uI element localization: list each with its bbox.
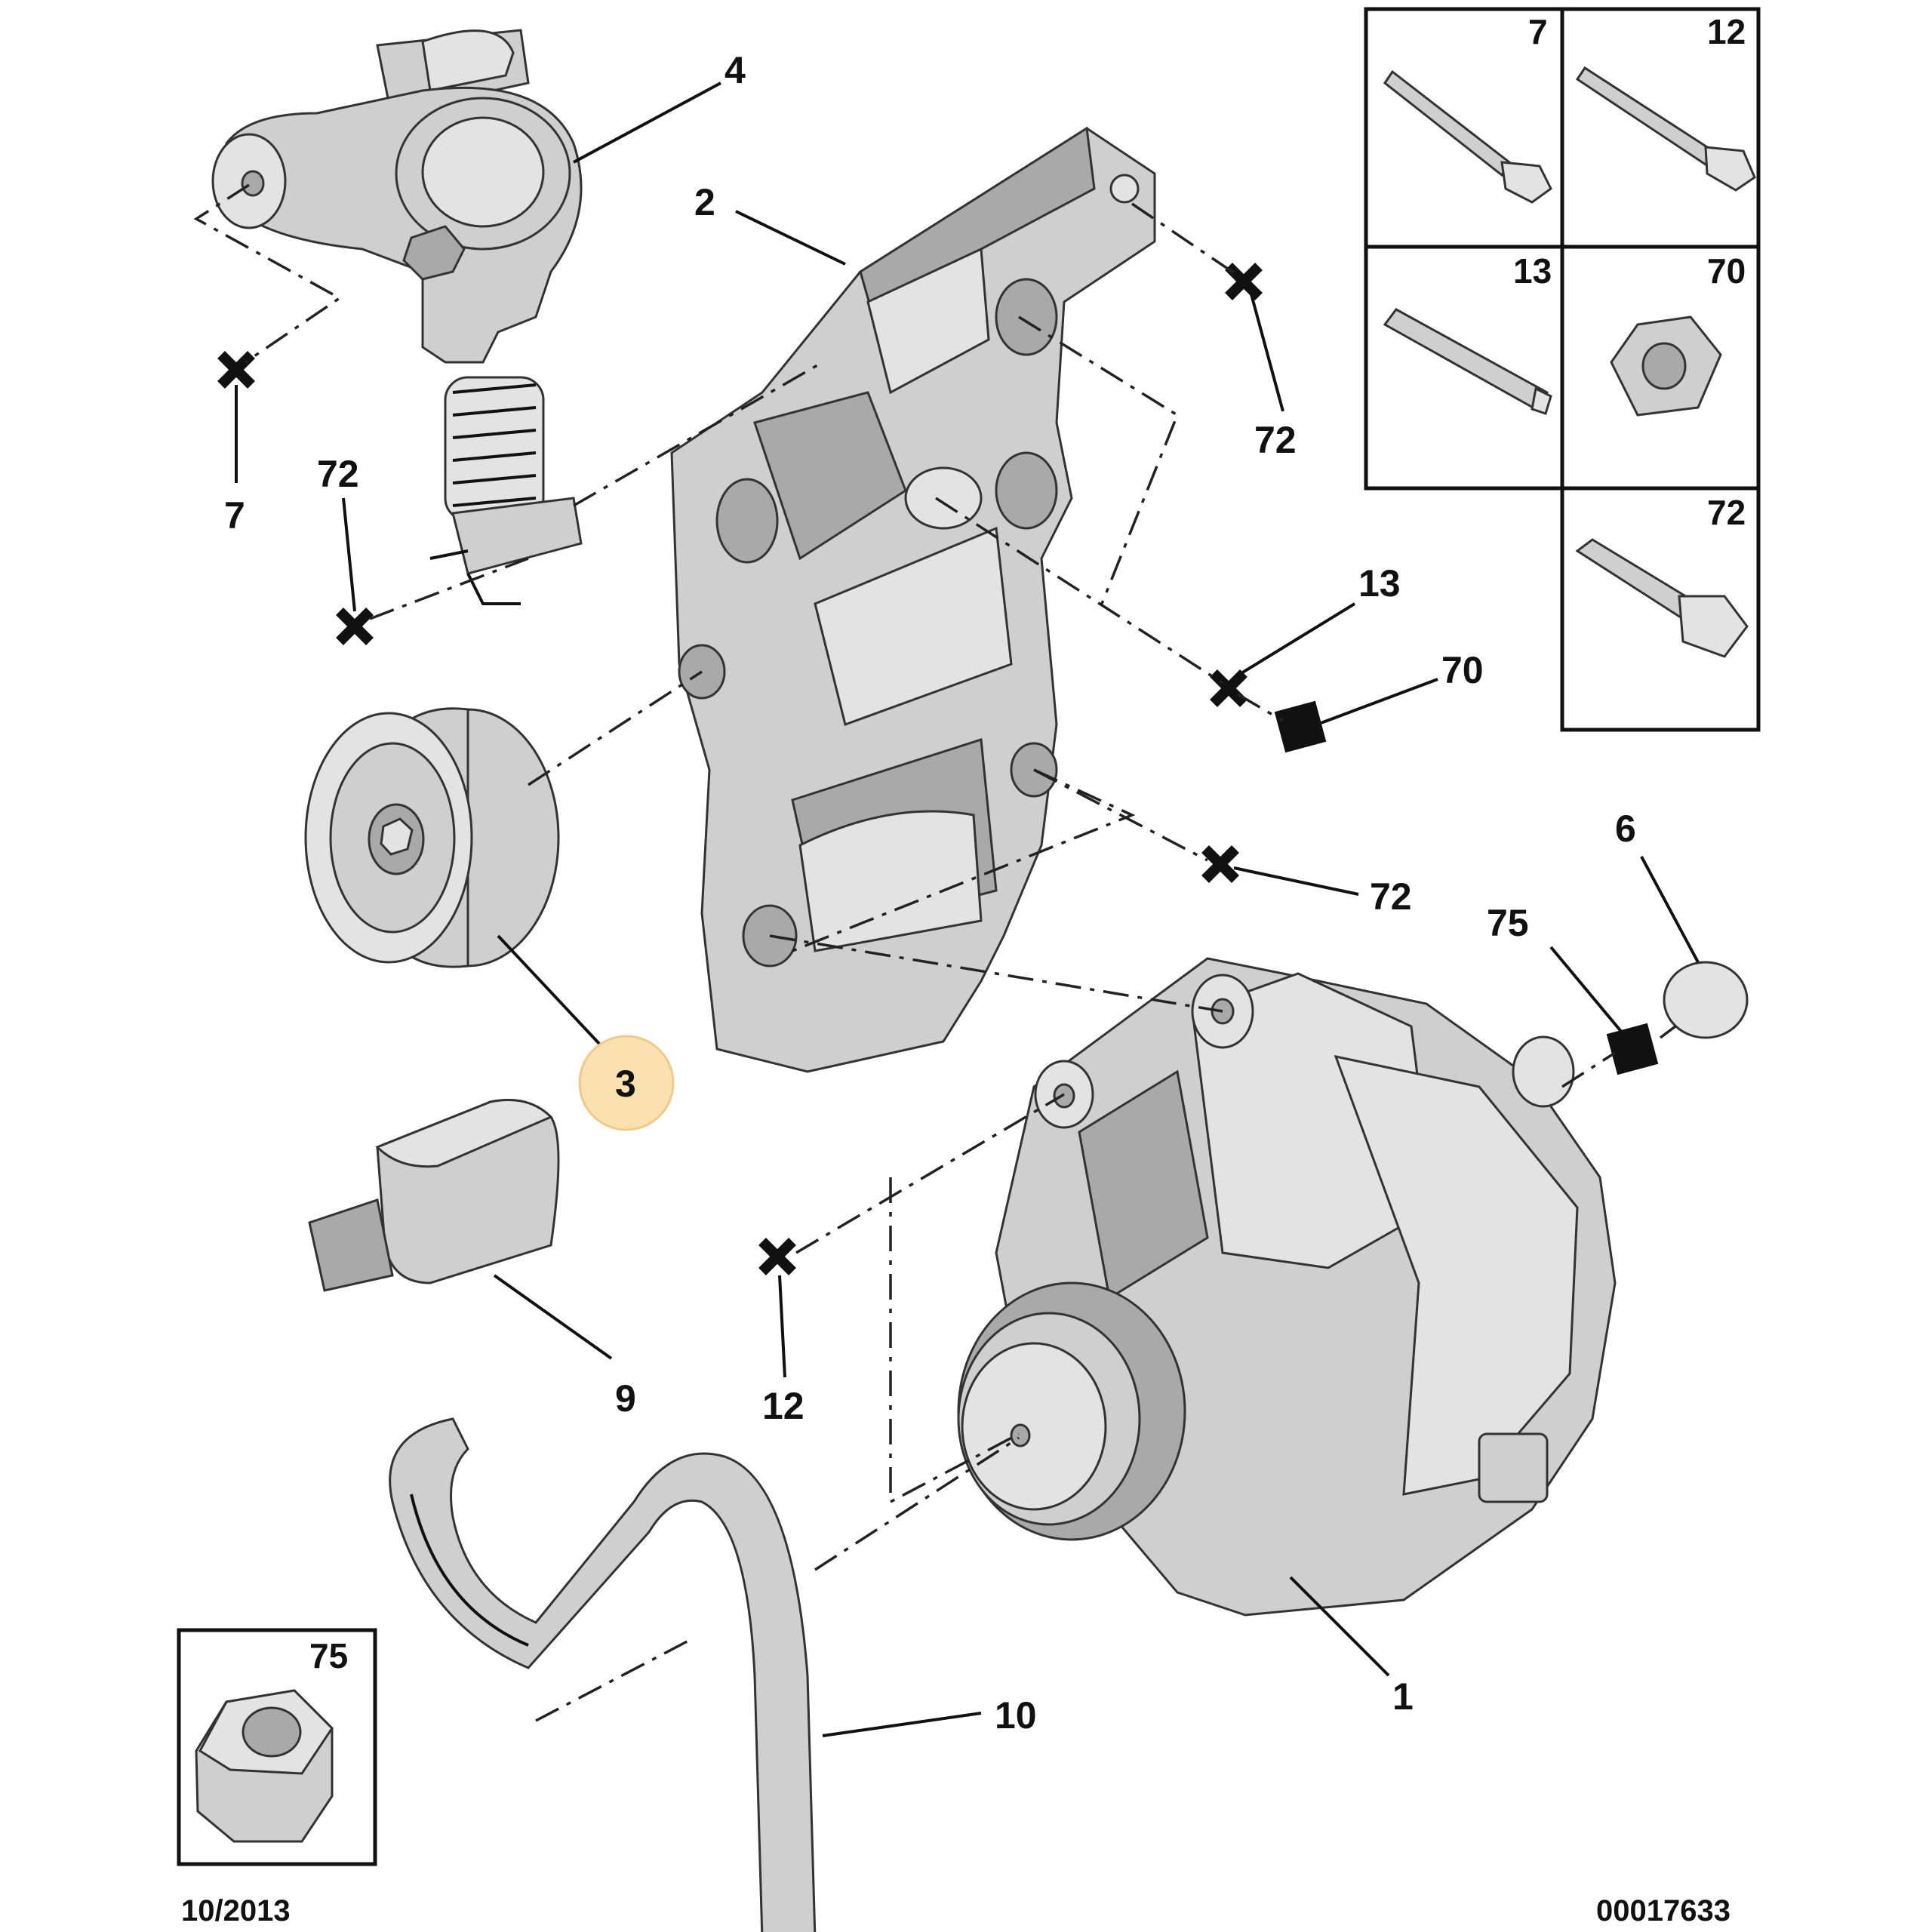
callout-10[interactable]: 10 xyxy=(995,1694,1037,1737)
fastener-cross-72a xyxy=(336,608,374,645)
bracket-part-2[interactable] xyxy=(670,126,1156,1073)
idler-pulley-part-3[interactable] xyxy=(304,707,560,968)
stud-icon-13 xyxy=(1383,308,1552,415)
fastener-cross-7 xyxy=(217,351,255,389)
footer-reference: 00017633 xyxy=(1596,1894,1730,1927)
fastener-square-75 xyxy=(1606,1023,1659,1075)
assembly-lines xyxy=(193,183,1677,1722)
bolt-icon-72 xyxy=(1575,538,1749,658)
grid-cell-label-72: 72 xyxy=(1707,493,1746,532)
callout-72a[interactable]: 72 xyxy=(317,453,359,495)
callout-6[interactable]: 6 xyxy=(1615,808,1636,850)
grid-cell-label-12: 12 xyxy=(1707,12,1746,51)
fastener-square-70 xyxy=(1274,700,1327,753)
grid-cell-label-7: 7 xyxy=(1528,12,1548,51)
fastener-cross-72c xyxy=(1201,845,1239,883)
callout-7[interactable]: 7 xyxy=(224,494,245,537)
callout-labels: 4 2 7 72 72 13 70 72 75 6 3 9 12 1 10 xyxy=(224,49,1636,1737)
sensor-part-9[interactable] xyxy=(308,1099,560,1292)
fastener-reference-grid: 7 12 13 70 72 xyxy=(1364,7,1761,732)
callout-4[interactable]: 4 xyxy=(724,49,746,91)
leader-lines xyxy=(235,82,1700,1737)
callout-70[interactable]: 70 xyxy=(1441,649,1484,691)
hex-nut-icon-75 xyxy=(195,1689,334,1843)
callout-3-highlight xyxy=(578,1035,675,1131)
cap-part-6[interactable] xyxy=(1663,961,1749,1039)
callout-72b[interactable]: 72 xyxy=(1254,419,1297,461)
callout-12[interactable]: 12 xyxy=(762,1385,804,1427)
fastener-cross-13 xyxy=(1210,669,1247,707)
callout-2[interactable]: 2 xyxy=(694,181,715,223)
callout-13[interactable]: 13 xyxy=(1358,562,1401,605)
bolt-icon-7 xyxy=(1383,69,1552,204)
alternator-part-1[interactable] xyxy=(957,957,1617,1617)
callout-3[interactable]: 3 xyxy=(615,1063,636,1105)
flange-nut-icon-70 xyxy=(1610,315,1722,417)
callout-75[interactable]: 75 xyxy=(1487,902,1529,944)
nut-box-label: 75 xyxy=(309,1636,348,1675)
nut-reference-box: 75 xyxy=(177,1628,377,1866)
tensioner-part-4[interactable] xyxy=(211,29,583,605)
belt-part-10[interactable] xyxy=(389,1417,817,1932)
callout-9[interactable]: 9 xyxy=(615,1377,636,1420)
grid-cell-label-70: 70 xyxy=(1707,251,1746,291)
fastener-symbols xyxy=(217,263,1659,1275)
callout-72c[interactable]: 72 xyxy=(1370,875,1412,918)
grid-cell-label-13: 13 xyxy=(1513,251,1552,291)
callout-1[interactable]: 1 xyxy=(1392,1675,1414,1718)
fastener-cross-12 xyxy=(758,1238,796,1275)
bolt-icon-12 xyxy=(1575,66,1756,192)
footer-date: 10/2013 xyxy=(181,1894,291,1927)
